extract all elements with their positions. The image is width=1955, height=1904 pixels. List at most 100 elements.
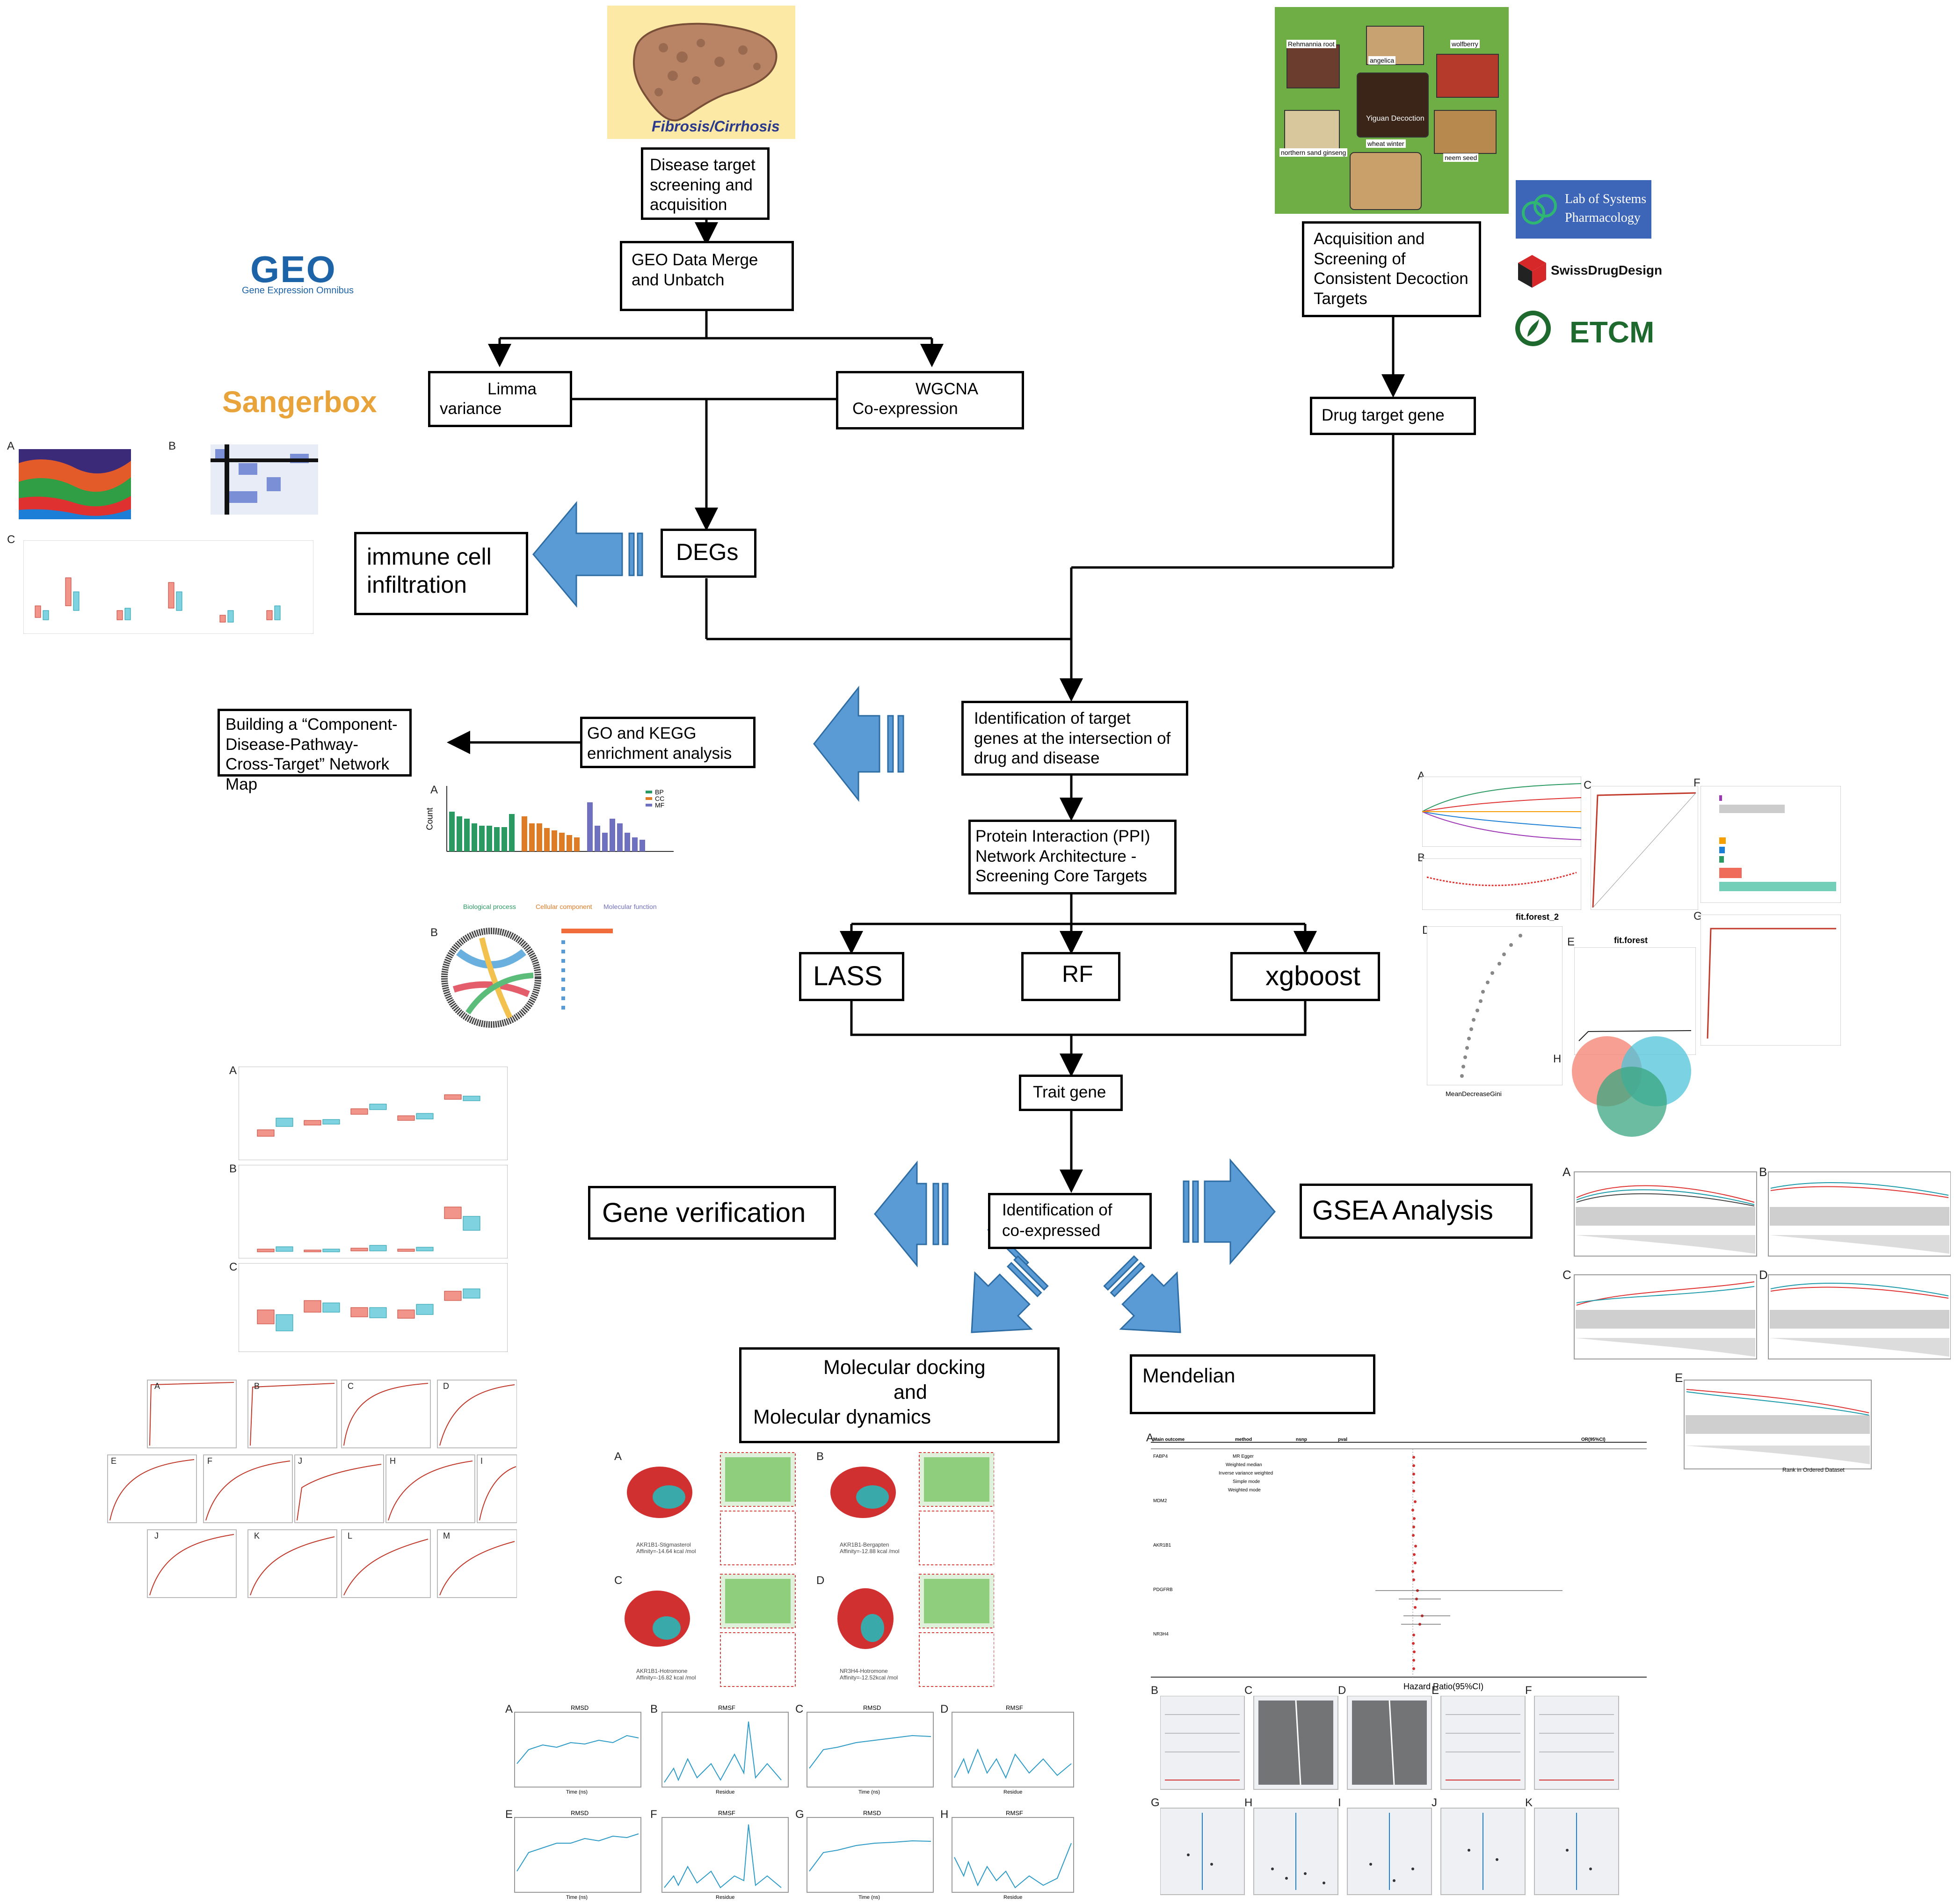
blue-arrow-go <box>813 685 904 802</box>
box-mendelian[interactable]: Mendelian <box>1130 1354 1375 1414</box>
ml-rf-axis: MeanDecreaseGini <box>1446 1090 1502 1097</box>
box-acq-decoction-text: Acquisition and Screening of Consistent … <box>1314 230 1468 308</box>
gsea-letter-d: D <box>1759 1268 1768 1282</box>
box-network-map-text: Building a “Component-Disease-Pathway-Cr… <box>225 715 398 794</box>
dock-caption-d: NR3H4-Hotromone Affinity=-12.52kcal /mol <box>840 1668 898 1681</box>
box-wgcna-line2: Co-expression <box>852 400 958 418</box>
box-identification[interactable]: Identification of target genes at the in… <box>961 701 1188 776</box>
box-limma[interactable]: Limma variance <box>428 371 572 427</box>
gv-boxplot-a <box>239 1067 508 1160</box>
mr-forest-table <box>1151 1442 1647 1678</box>
gv-letter-a: A <box>229 1064 237 1077</box>
enrich-legend-bp: BP <box>655 788 664 796</box>
box-lasso[interactable]: LASS <box>799 952 904 1001</box>
box-go-kegg[interactable]: GO and KEGG enrichment analysis <box>580 717 756 768</box>
box-degs[interactable]: DEGs <box>661 529 756 578</box>
box-immune[interactable]: immune cell infiltration <box>354 532 528 615</box>
herb-label-angelica: angelica <box>1368 56 1396 65</box>
mr-gene-3: AKR1B1 <box>1153 1543 1171 1548</box>
md-xlabel-d: Residue <box>1003 1789 1023 1795</box>
roc-letter-c: C <box>348 1381 354 1391</box>
docking-renders <box>625 1452 994 1687</box>
box-coexpressed-text: Identification of co-expressed <box>1002 1201 1112 1240</box>
box-acq-decoction[interactable]: Acquisition and Screening of Consistent … <box>1302 221 1481 317</box>
roc-figure: A B C D E F J H I J K L M <box>105 1378 517 1600</box>
box-geo-merge[interactable]: GEO Data Merge and Unbatch <box>620 241 794 311</box>
blue-arrow-immune <box>532 501 643 608</box>
box-gsea[interactable]: GSEA Analysis <box>1300 1184 1533 1239</box>
md-letter-f: F <box>650 1808 657 1821</box>
gsea-figure: A B C D E Rank in Ordered Dataset <box>1563 1160 1951 1651</box>
ml-xgb-importance <box>1701 786 1841 903</box>
box-xgboost-text: xgboost <box>1265 961 1361 991</box>
gv-boxplot-b <box>239 1165 508 1258</box>
box-lasso-text: LASS <box>813 961 883 991</box>
liver-caption: Fibrosis/Cirrhosis <box>652 118 780 135</box>
roc-letter-h: H <box>390 1456 396 1466</box>
ml-lasso-cv <box>1422 858 1581 910</box>
box-coexpressed[interactable]: Identification of co-expressed <box>988 1193 1152 1249</box>
mr-gene-4: PDGFRB <box>1153 1587 1173 1592</box>
box-rf[interactable]: RF <box>1021 952 1120 1001</box>
md-xlabel-h: Residue <box>1003 1895 1023 1900</box>
md-title-c: RMSD <box>863 1704 881 1711</box>
ml-letter-c: C <box>1584 779 1592 792</box>
box-network-map[interactable]: Building a “Component-Disease-Pathway-Cr… <box>218 709 412 793</box>
ml-rf2-title: fit.forest <box>1614 936 1648 945</box>
ml-figure: A B C F D fit.forest_2 MeanDecreaseGini … <box>1413 767 1843 1137</box>
swiss-cube-icon <box>1518 255 1546 288</box>
mr-axis-label: Hazard Ratio(95%CI) <box>1403 1682 1484 1691</box>
mr-method-3: Inverse variance weighted <box>1219 1471 1273 1476</box>
md-letter-h: H <box>940 1808 949 1821</box>
mr-header-nsnp: nsnp <box>1296 1437 1307 1442</box>
md-xlabel-f: Residue <box>716 1895 735 1900</box>
mr-letter-j: J <box>1432 1796 1437 1809</box>
gene-verification-figure: A B C <box>227 1062 508 1352</box>
herb-image: Yiguan Decoction Rehmannia root angelica… <box>1275 7 1509 214</box>
roc-letter-m: M <box>443 1531 450 1541</box>
box-wgcna[interactable]: WGCNA Co-expression <box>836 371 1024 429</box>
enrich-letter-b: B <box>430 926 438 939</box>
box-drug-target-text: Drug target gene <box>1322 406 1445 424</box>
roc-letter-k: K <box>254 1531 260 1541</box>
roc-letter-a: A <box>154 1381 160 1391</box>
box-xgboost[interactable]: xgboost <box>1230 952 1380 1001</box>
enrich-legend-mf: MF <box>655 801 665 809</box>
gv-boxplot-c <box>239 1263 508 1352</box>
lsp-mark-icon <box>1522 194 1557 225</box>
box-ppi[interactable]: Protein Interaction (PPI) Network Archit… <box>968 820 1177 894</box>
mr-header-outcome: Main outcome <box>1153 1437 1185 1442</box>
box-drug-target[interactable]: Drug target gene <box>1310 397 1476 435</box>
mr-letter-f: F <box>1525 1684 1532 1697</box>
herb-label-wolfberry: wolfberry <box>1450 40 1480 48</box>
herb-label-wheat: wheat winter <box>1366 139 1406 148</box>
dock-letter-c: C <box>614 1574 623 1587</box>
blue-arrow-verification <box>874 1160 949 1268</box>
ml-xgb-curve <box>1701 915 1841 1046</box>
roc-curves <box>107 1380 517 1598</box>
lsp-line1: Lab of Systems <box>1565 192 1647 206</box>
md-title-g: RMSD <box>863 1810 881 1817</box>
gv-letter-c: C <box>229 1261 238 1273</box>
gsea-xaxis-label: Rank in Ordered Dataset <box>1782 1467 1845 1473</box>
ml-rf-error <box>1574 947 1696 1055</box>
swiss-logo: SwissDrugDesign <box>1516 253 1662 290</box>
roc-letter-j1: J <box>298 1456 302 1466</box>
enrich-cat-mf: Molecular function <box>603 903 657 910</box>
mr-method-2: Weighted median <box>1226 1462 1262 1468</box>
box-wgcna-line1: WGCNA <box>916 380 979 398</box>
box-trait[interactable]: Trait gene <box>1019 1075 1123 1111</box>
box-docking[interactable]: Molecular docking and Molecular dynamics <box>739 1347 1060 1443</box>
md-xlabel-b: Residue <box>716 1789 735 1795</box>
etcm-seal-icon <box>1515 311 1551 346</box>
box-disease-target[interactable]: Disease target screening and acquisition <box>641 147 770 220</box>
enrich-legend-cc: CC <box>655 795 665 802</box>
box-immune-text: immune cell infiltration <box>367 544 492 598</box>
box-gsea-text: GSEA Analysis <box>1312 1195 1493 1226</box>
box-gene-verification[interactable]: Gene verification <box>588 1186 836 1240</box>
ml-rf-title: fit.forest_2 <box>1516 912 1559 922</box>
dock-caption-c: AKR1B1-Hotromone Affinity=-16.82 kcal /m… <box>636 1668 696 1681</box>
geo-logo: GEO Gene Expression Omnibus <box>236 248 372 299</box>
enrich-cat-cc: Cellular component <box>536 903 592 910</box>
box-mendelian-text: Mendelian <box>1142 1365 1236 1387</box>
